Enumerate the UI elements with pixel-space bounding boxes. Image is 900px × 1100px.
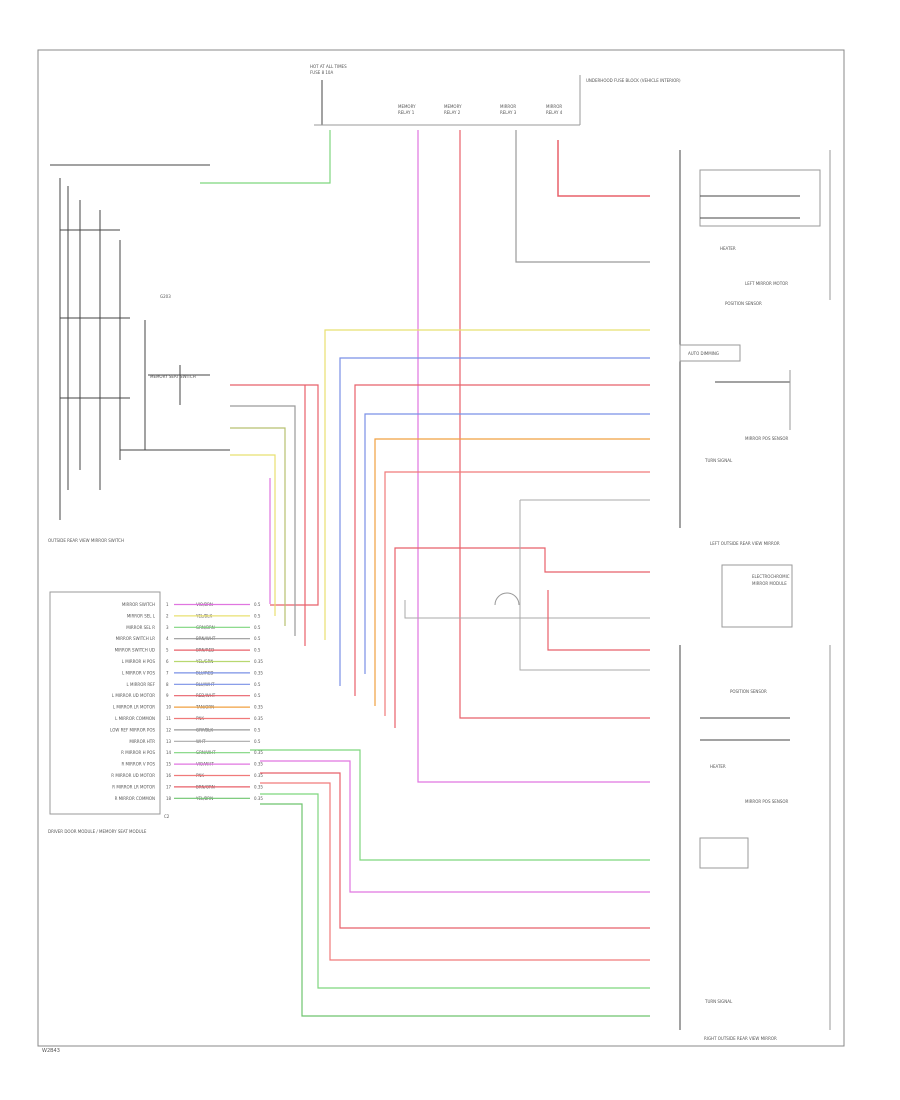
module-pin-number: 3 bbox=[166, 625, 169, 630]
module-pin-name: MIRROR SEL R bbox=[126, 625, 155, 630]
module-pin-name: MIRROR SWITCH LR bbox=[116, 636, 156, 641]
module-pin-gauge: 0.35 bbox=[254, 796, 263, 801]
module-pin-number: 12 bbox=[166, 727, 172, 732]
module-pin-name: LOW REF MIRROR POS bbox=[110, 727, 155, 732]
ground-label: G203 bbox=[160, 294, 171, 299]
module-pin-number: 6 bbox=[166, 659, 169, 664]
module-pin-gauge: 0.35 bbox=[254, 659, 263, 664]
module-pin-gauge: 0.5 bbox=[254, 739, 261, 744]
fuse-title-2: FUSE 8 10A bbox=[310, 70, 333, 75]
module-pin-number: 17 bbox=[166, 784, 172, 789]
module-pin-gauge: 0.5 bbox=[254, 682, 261, 687]
diagram-frame bbox=[37, 49, 845, 1047]
module-pin-gauge: 0.5 bbox=[254, 625, 261, 630]
module-pin-name: MIRROR SWITCH bbox=[122, 602, 155, 607]
left-mirror-section: HEATER LEFT MIRROR MOTOR POSITION SENSOR… bbox=[679, 150, 831, 546]
module-pin-name: L MIRROR UD MOTOR bbox=[112, 693, 155, 698]
wires bbox=[200, 130, 650, 1017]
module-pin-name: L MIRROR V POS bbox=[122, 670, 155, 675]
module-pin-number: 16 bbox=[166, 773, 172, 778]
fuse-title-1: HOT AT ALL TIMES bbox=[310, 64, 347, 69]
ec-label-2: MIRROR MODULE bbox=[752, 581, 787, 586]
module-pin-gauge: 0.5 bbox=[254, 648, 261, 653]
module-pin-number: 5 bbox=[166, 648, 169, 653]
module-pin-gauge: 0.5 bbox=[254, 613, 261, 618]
right-turn-label: TURN SIGNAL bbox=[704, 999, 733, 1004]
fuse-block: HOT AT ALL TIMES FUSE 8 10A UNDERHOOD FU… bbox=[310, 64, 681, 126]
module-pin-gauge: 0.35 bbox=[254, 762, 263, 767]
right-mirror-title: RIGHT OUTSIDE REAR VIEW MIRROR bbox=[704, 1036, 777, 1041]
module-pin-gauge: 0.35 bbox=[254, 716, 263, 721]
module-pin-name: L MIRROR LR MOTOR bbox=[113, 705, 155, 710]
module-pin-name: R MIRROR UD MOTOR bbox=[111, 773, 155, 778]
module-pin-gauge: 0.5 bbox=[254, 636, 261, 641]
right-heater-label: HEATER bbox=[710, 764, 726, 769]
module-pin-number: 9 bbox=[166, 693, 169, 698]
left-sensor-label: POSITION SENSOR bbox=[725, 301, 762, 306]
module-pin-gauge: 0.5 bbox=[254, 727, 261, 732]
left-mirror-title: LEFT OUTSIDE REAR VIEW MIRROR bbox=[710, 541, 780, 546]
module-extra: C2 bbox=[164, 814, 170, 819]
module-pin-number: 14 bbox=[166, 750, 172, 755]
mirror-switch-title: OUTSIDE REAR VIEW MIRROR SWITCH bbox=[48, 538, 124, 543]
module-pin-name: R MIRROR LR MOTOR bbox=[112, 784, 155, 789]
electrochromic-module: ELECTROCHROMIC MIRROR MODULE bbox=[721, 564, 793, 628]
memory-switch-label: MEMORY SEAT SWITCH bbox=[150, 374, 196, 379]
module-pin-gauge: 0.5 bbox=[254, 602, 261, 607]
module-pin-number: 13 bbox=[166, 739, 172, 744]
left-turn-label: TURN SIGNAL bbox=[704, 458, 733, 463]
module-pin-gauge: 0.5 bbox=[254, 693, 261, 698]
relay-1-l1: MEMORY bbox=[398, 104, 416, 109]
module-pin-number: 8 bbox=[166, 682, 169, 687]
right-pos-sensor: MIRROR POS SENSOR bbox=[745, 799, 789, 804]
module-pin-name: L MIRROR H POS bbox=[122, 659, 156, 664]
left-autodim-label: AUTO DIMMING bbox=[688, 351, 719, 356]
right-sensor-title: POSITION SENSOR bbox=[730, 689, 767, 694]
module-pin-number: 7 bbox=[166, 670, 169, 675]
top-relays: MEMORY RELAY 1 MEMORY RELAY 2 MIRROR REL… bbox=[398, 104, 563, 115]
relay-3-l1: MIRROR bbox=[500, 104, 516, 109]
relay-1-l2: RELAY 1 bbox=[398, 110, 415, 115]
relay-2-l2: RELAY 2 bbox=[444, 110, 461, 115]
module-pin-name: MIRROR SWITCH UD bbox=[115, 648, 155, 653]
module-pin-number: 2 bbox=[166, 613, 169, 618]
module-pin-name: MIRROR HTR bbox=[129, 739, 155, 744]
module-pin-name: R MIRROR V POS bbox=[121, 762, 155, 767]
mirror-switch: G203 MEMORY SEAT SWITCH OUTSIDE REAR VIE… bbox=[48, 164, 230, 543]
module-pin-gauge: 0.35 bbox=[254, 750, 263, 755]
module-pin-gauge: 0.35 bbox=[254, 705, 263, 710]
module-pin-name: MIRROR SEL L bbox=[127, 613, 156, 618]
ec-label-1: ELECTROCHROMIC bbox=[752, 574, 790, 579]
module-pin-number: 18 bbox=[166, 796, 172, 801]
right-mirror-section: POSITION SENSOR HEATER MIRROR POS SENSOR… bbox=[679, 645, 831, 1041]
relay-2-l1: MEMORY bbox=[444, 104, 462, 109]
relay-3-l2: RELAY 3 bbox=[500, 110, 517, 115]
module-pin-gauge: 0.35 bbox=[254, 773, 263, 778]
module-pin-number: 4 bbox=[166, 636, 169, 641]
module-pin-number: 1 bbox=[166, 602, 169, 607]
fuse-note: UNDERHOOD FUSE BLOCK (VEHICLE INTERIOR) bbox=[586, 78, 681, 83]
left-heater-label: HEATER bbox=[720, 246, 736, 251]
left-pos-sensor: MIRROR POS SENSOR bbox=[745, 436, 789, 441]
module-pin-gauge: 0.35 bbox=[254, 784, 263, 789]
module-pin-name: R MIRROR COMMON bbox=[115, 796, 155, 801]
module-pin-gauge: 0.35 bbox=[254, 670, 263, 675]
module-pin-name: L MIRROR REF bbox=[127, 682, 156, 687]
footer-code: W2B43 bbox=[42, 1048, 60, 1054]
module-pin-name: R MIRROR H POS bbox=[121, 750, 155, 755]
module-pin-number: 11 bbox=[166, 716, 172, 721]
module-pin-name: L MIRROR COMMON bbox=[115, 716, 155, 721]
module-pin-number: 10 bbox=[166, 705, 172, 710]
left-motor-label: LEFT MIRROR MOTOR bbox=[745, 281, 788, 286]
module-title: DRIVER DOOR MODULE / MEMORY SEAT MODULE bbox=[48, 829, 147, 834]
module-pin-number: 15 bbox=[166, 762, 172, 767]
relay-4-l2: RELAY 4 bbox=[546, 110, 563, 115]
relay-4-l1: MIRROR bbox=[546, 104, 562, 109]
